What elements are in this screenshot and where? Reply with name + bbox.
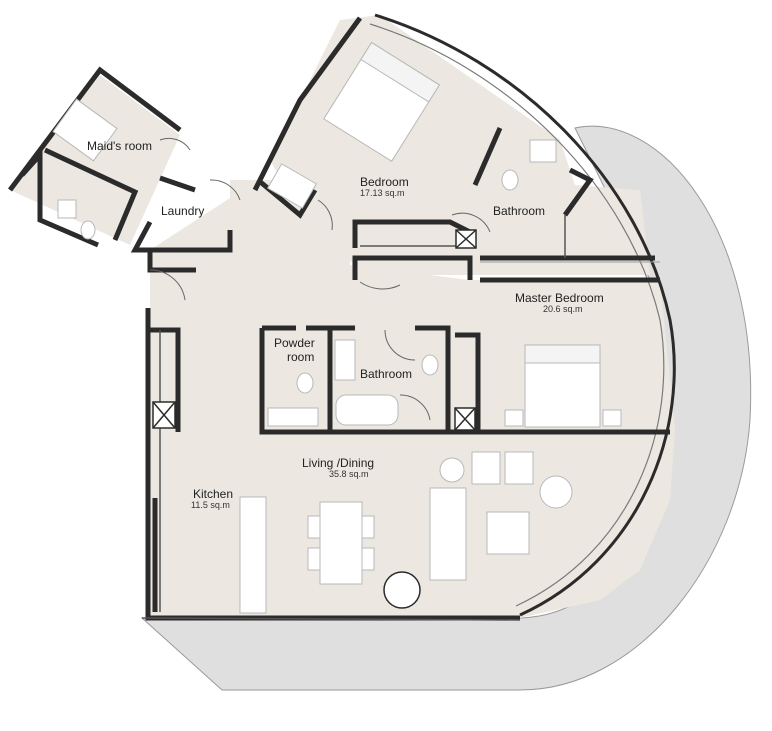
label-maids-room: Maid's room: [87, 139, 152, 153]
label-bathroom-1: Bathroom: [493, 204, 546, 218]
label-powder-room-line2: room: [287, 350, 315, 364]
bathroom-1-vanity: [529, 139, 557, 163]
maid-basin: [57, 199, 77, 219]
dining-chair: [361, 515, 375, 539]
door-swings: [149, 137, 491, 421]
bathtub: [335, 394, 399, 426]
bath-vanity: [334, 339, 356, 381]
facade-curve-inner: [369, 23, 665, 607]
label-kitchen: Kitchen: [193, 487, 234, 501]
label-powder-room-line1: Powder: [274, 336, 315, 350]
nightstand-left: [504, 409, 524, 427]
shafts: [152, 229, 477, 431]
armchair: [471, 451, 501, 485]
dining-chair: [361, 547, 375, 571]
powder-basin: [267, 407, 319, 427]
dining-chair: [307, 515, 321, 539]
label-laundry: Laundry: [161, 204, 205, 218]
bedroom-bed: [323, 41, 441, 162]
laundry-counter: [52, 98, 118, 162]
label-bathroom-2: Bathroom: [360, 367, 413, 381]
coffee-table: [486, 511, 530, 555]
dining-chair: [307, 547, 321, 571]
label-bedroom: Bedroom: [360, 175, 409, 189]
thin-walls: [141, 215, 566, 621]
bedroom-wardrobe: [266, 163, 318, 209]
label-living-dining: Living /Dining: [302, 456, 375, 470]
walls: [8, 16, 670, 621]
area-bedroom: 17.13 sq.m: [360, 188, 405, 198]
lounge-chair: [539, 475, 573, 509]
sofa: [429, 487, 467, 581]
side-table: [439, 457, 465, 483]
dining-table: [319, 501, 363, 585]
maid-toilet: [80, 220, 96, 240]
kitchen-island: [239, 496, 267, 614]
area-kitchen: 11.5 sq.m: [191, 500, 230, 510]
area-living-dining: 35.8 sq.m: [329, 469, 369, 479]
master-bed-pillows: [524, 344, 601, 364]
round-table-dark: [383, 571, 421, 609]
toilet-bathroom-2: [421, 354, 439, 376]
nightstand-right: [602, 409, 622, 427]
label-master-bedroom: Master Bedroom: [515, 291, 604, 305]
armchair: [504, 451, 534, 485]
facade-curve: [374, 13, 676, 617]
toilet-powder: [296, 372, 314, 394]
toilet-bathroom-1: [501, 169, 519, 191]
furniture: [52, 41, 622, 614]
area-master-bedroom: 20.6 sq.m: [543, 304, 583, 314]
